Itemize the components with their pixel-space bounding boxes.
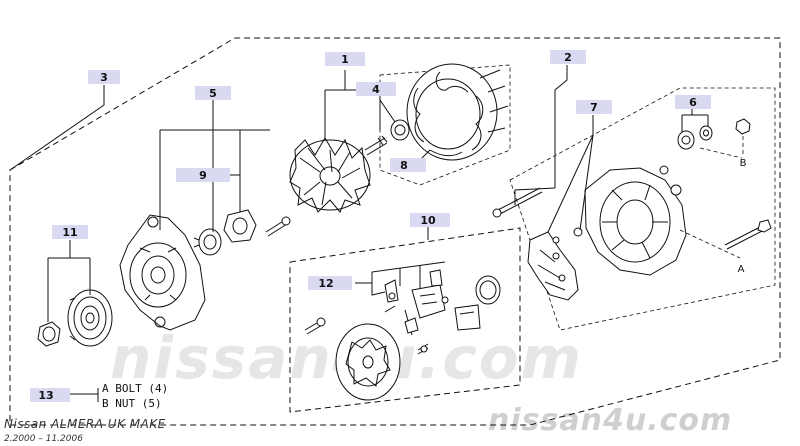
rectifier-regulator bbox=[527, 227, 583, 301]
svg-text:2: 2 bbox=[564, 51, 572, 64]
legend-bolt-a: A BOLT (4) bbox=[102, 382, 168, 395]
footer-model-title: Nissan ALMERA UK MAKE bbox=[4, 417, 166, 431]
svg-text:5: 5 bbox=[209, 87, 217, 100]
callout-8: 8 bbox=[390, 158, 426, 172]
callout-7: 7 bbox=[576, 100, 612, 114]
callout-3: 3 bbox=[88, 70, 120, 84]
callout-11: 11 bbox=[52, 225, 88, 239]
svg-text:7: 7 bbox=[590, 101, 598, 114]
brush-holder-assembly bbox=[384, 269, 449, 355]
nut-b bbox=[735, 118, 751, 135]
rear-cover-plate bbox=[335, 323, 401, 401]
gasket-ring bbox=[475, 275, 501, 305]
svg-text:13: 13 bbox=[38, 389, 53, 402]
brush-holder-group-outline bbox=[289, 227, 521, 413]
svg-text:1: 1 bbox=[341, 53, 349, 66]
callout-4: 4 bbox=[356, 82, 396, 96]
label-a: A bbox=[738, 264, 745, 275]
svg-text:12: 12 bbox=[318, 277, 333, 290]
svg-text:6: 6 bbox=[689, 96, 697, 109]
callout-12: 12 bbox=[308, 276, 352, 290]
stator-group-outline bbox=[379, 64, 511, 186]
label-b: B bbox=[740, 158, 747, 169]
rear-bracket bbox=[584, 165, 687, 276]
brush-cover bbox=[454, 304, 481, 331]
front-bracket bbox=[119, 214, 206, 331]
callout-9: 9 bbox=[176, 168, 230, 182]
through-bolt-upper bbox=[492, 187, 543, 218]
retainer-screw bbox=[265, 216, 291, 237]
callout-1: 1 bbox=[325, 52, 365, 66]
rear-bracket-outline bbox=[509, 87, 776, 331]
front-bearing bbox=[193, 228, 222, 256]
svg-text:4: 4 bbox=[372, 83, 380, 96]
bearing-retainer-plate bbox=[223, 209, 257, 243]
pulley-nut bbox=[37, 321, 61, 347]
bolt-a bbox=[724, 219, 772, 250]
rear-bearing bbox=[390, 119, 410, 141]
callout-6: 6 bbox=[675, 95, 711, 109]
assembly-outline bbox=[9, 37, 781, 426]
svg-text:10: 10 bbox=[420, 214, 436, 227]
leader-lines bbox=[9, 65, 744, 402]
pulley bbox=[67, 289, 113, 347]
brush-holder-screw bbox=[304, 317, 326, 335]
svg-text:3: 3 bbox=[100, 71, 108, 84]
terminal-insulators bbox=[677, 125, 713, 150]
stator bbox=[406, 63, 509, 161]
footer-production-dates: 2.2000 – 11.2006 bbox=[4, 434, 83, 444]
callout-2: 2 bbox=[550, 50, 586, 64]
svg-text:11: 11 bbox=[62, 226, 77, 239]
legend-nut-b: B NUT (5) bbox=[102, 397, 162, 410]
rotor bbox=[289, 135, 388, 213]
callout-10: 10 bbox=[410, 213, 450, 227]
svg-text:9: 9 bbox=[199, 169, 207, 182]
watermark-small: nissan4u.com bbox=[488, 403, 732, 438]
callout-13: 13 bbox=[30, 388, 70, 402]
svg-text:8: 8 bbox=[400, 159, 408, 172]
callout-5: 5 bbox=[195, 86, 231, 100]
